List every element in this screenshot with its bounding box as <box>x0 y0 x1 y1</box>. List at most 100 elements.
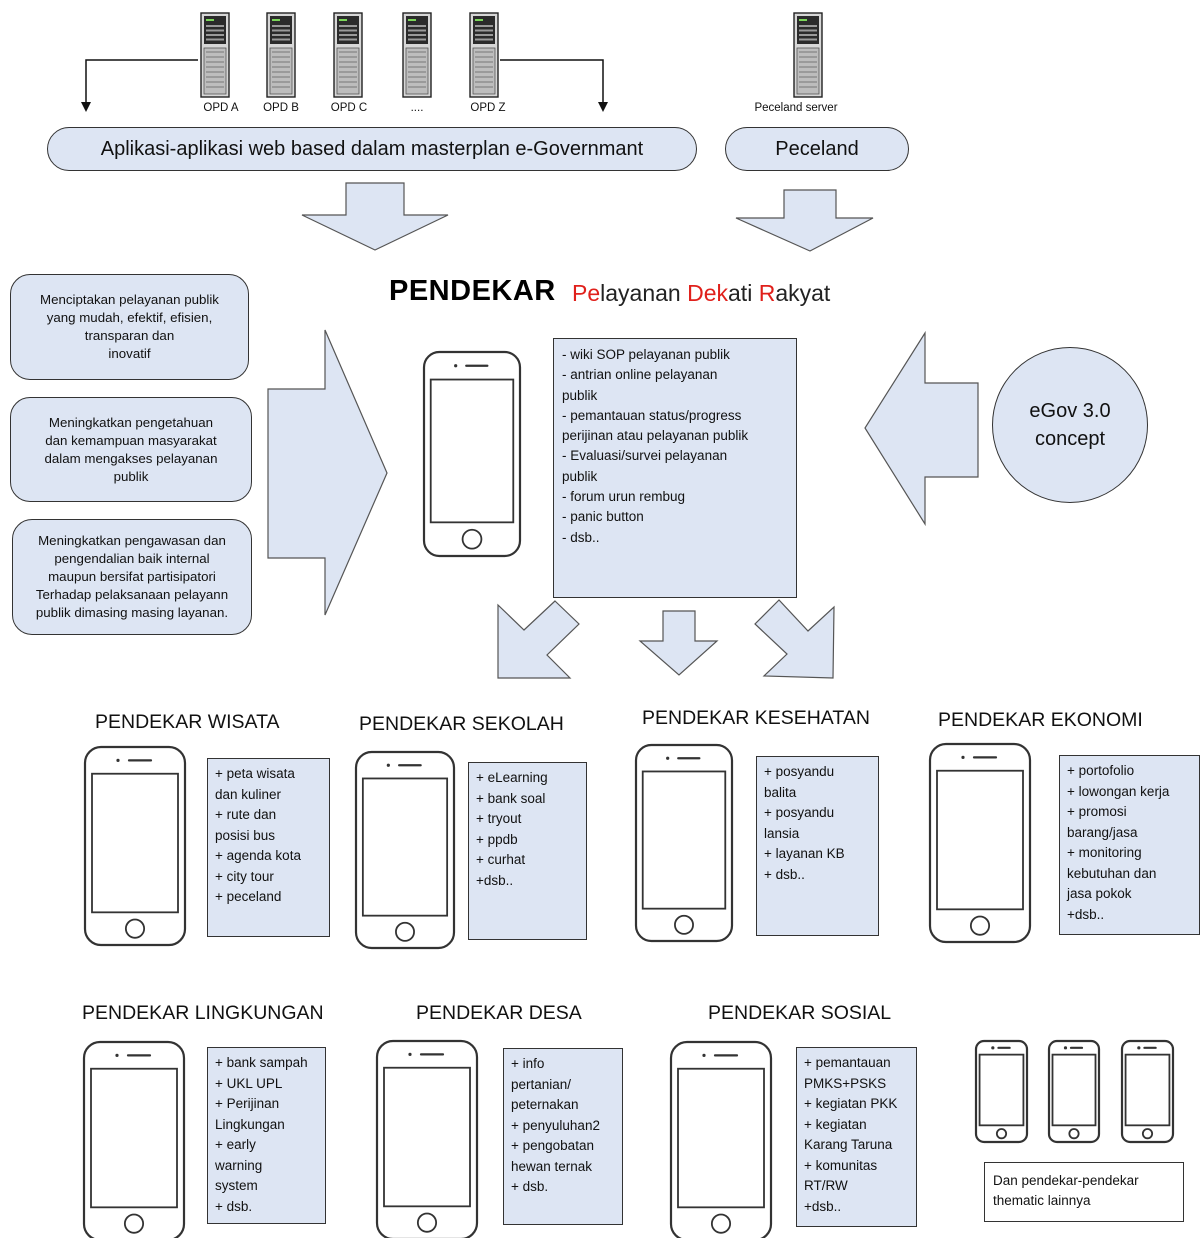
server-label-ellipsis: .... <box>410 102 424 114</box>
list-item: + ppdb <box>476 831 518 847</box>
module-box-wisata: + peta wisata dan kuliner + rute dan posisi… <box>207 758 330 937</box>
main-title: PENDEKAR <box>389 275 556 307</box>
list-item: Lingkungan <box>215 1116 285 1132</box>
server-icon <box>402 12 432 98</box>
module-list-sekolah: + eLearning+ bank soal+ tryout+ ppdb+ cu… <box>476 768 579 891</box>
list-item: PMKS+PSKS <box>804 1075 887 1091</box>
list-item: - dsb.. <box>562 529 600 545</box>
list-item: + portofolio <box>1067 763 1135 778</box>
phone-icon <box>83 745 187 947</box>
list-item: + pengobatan <box>511 1138 594 1153</box>
phone-icon <box>375 1039 479 1238</box>
tagline-text: layanan <box>600 280 688 306</box>
down-arrow-peceland <box>735 189 874 252</box>
phone-icon <box>669 1040 773 1238</box>
list-item: Karang Taruna <box>804 1137 893 1152</box>
tagline: Pelayanan Dekati Rakyat <box>572 280 830 307</box>
list-item: +dsb.. <box>476 872 514 888</box>
list-item: pertanian/ <box>511 1076 572 1092</box>
phone-icon <box>974 1039 1029 1144</box>
peceland-pill-label: Peceland <box>775 137 859 160</box>
list-item: + info <box>511 1056 545 1071</box>
phone-icon <box>634 743 734 943</box>
down-arrow-center <box>638 610 719 676</box>
list-item: + Perijinan <box>215 1096 280 1111</box>
list-item: + curhat <box>476 852 526 867</box>
list-item: perijinan atau pelayanan publik <box>562 428 749 444</box>
list-item: + dsb.. <box>764 866 805 882</box>
list-item: + bank sampah <box>215 1055 308 1070</box>
list-item: lansia <box>764 825 800 841</box>
list-item: - forum urun rembug <box>562 489 686 505</box>
list-item: balita <box>764 784 797 800</box>
goal-bubble-3: Meningkatkan pengawasan dan pengendalian… <box>12 519 252 635</box>
list-item: publik <box>562 387 598 403</box>
left-arrow-egov <box>864 330 979 527</box>
phone-icon <box>1047 1039 1101 1144</box>
list-item: dan kuliner <box>215 786 282 802</box>
phone-icon <box>82 1040 186 1238</box>
phone-icon <box>422 350 522 558</box>
server-icon <box>266 12 296 98</box>
list-item: + dsb. <box>215 1198 253 1214</box>
list-item: + dsb. <box>511 1179 549 1194</box>
module-title-sekolah: PENDEKAR SEKOLAH <box>359 713 564 735</box>
list-item: posisi bus <box>215 827 276 843</box>
list-item: - wiki SOP pelayanan publik <box>562 347 730 362</box>
server-icon <box>200 12 230 98</box>
list-item: + promosi <box>1067 804 1127 819</box>
list-item: + rute dan <box>215 807 277 822</box>
block-arrows <box>267 182 979 679</box>
module-title-sosial: PENDEKAR SOSIAL <box>708 1002 892 1024</box>
list-item: barang/jasa <box>1067 824 1138 840</box>
list-item: jasa pokok <box>1067 886 1132 901</box>
apps-pill: Aplikasi-aplikasi web based dalam master… <box>47 127 697 171</box>
module-box-sekolah: + eLearning+ bank soal+ tryout+ ppdb+ cu… <box>468 762 587 940</box>
arrowhead-left <box>81 102 91 112</box>
list-item: kebutuhan dan <box>1067 865 1157 881</box>
list-item: + posyandu <box>764 805 835 820</box>
list-item: + kegiatan PKK <box>804 1096 898 1111</box>
egov-circle: eGov 3.0 concept <box>992 347 1148 503</box>
phone-icon <box>928 742 1032 944</box>
egov-label: eGov 3.0 concept <box>1029 400 1111 450</box>
list-item: + UKL UPL <box>215 1075 283 1091</box>
list-item: peternakan <box>511 1097 579 1112</box>
list-item: + eLearning <box>476 770 548 785</box>
list-item: + kegiatan <box>804 1116 867 1132</box>
down-left-arrow <box>497 600 580 679</box>
tagline-accent-letters: Dek <box>687 280 729 306</box>
feature-list: - wiki SOP pelayanan publik- antrian onl… <box>562 345 788 548</box>
list-item: + posyandu <box>764 764 835 779</box>
server-label-opd-b: OPD B <box>263 102 299 114</box>
tagline-text: akyat <box>775 280 831 306</box>
server-icon <box>469 12 499 98</box>
server-label-peceland: Peceland server <box>754 102 838 114</box>
list-item: + pemantauan <box>804 1055 891 1070</box>
list-item: RT/RW <box>804 1178 848 1193</box>
down-right-arrow <box>754 599 835 679</box>
list-item: + monitoring <box>1067 845 1142 860</box>
list-item: + early <box>215 1137 256 1152</box>
server-label-opd-z: OPD Z <box>470 102 506 114</box>
module-title-ekonomi: PENDEKAR EKONOMI <box>938 709 1143 731</box>
list-item: + peta wisata <box>215 766 295 781</box>
list-item: + bank soal <box>476 790 546 806</box>
module-title-kesehatan: PENDEKAR KESEHATAN <box>642 707 870 729</box>
tagline-accent-letters: R <box>758 280 776 306</box>
peceland-pill: Peceland <box>725 127 909 171</box>
goal-text-2: Meningkatkan pengetahuan dan kemampuan m… <box>44 414 218 484</box>
goal-text-3: Meningkatkan pengawasan dan pengendalian… <box>35 533 229 620</box>
tagline-accent-letters: Pe <box>572 280 601 306</box>
list-item: warning <box>215 1157 263 1173</box>
server-icon <box>793 12 823 98</box>
apps-pill-label: Aplikasi-aplikasi web based dalam master… <box>100 137 644 160</box>
feature-box: - wiki SOP pelayanan publik- antrian onl… <box>553 338 797 598</box>
